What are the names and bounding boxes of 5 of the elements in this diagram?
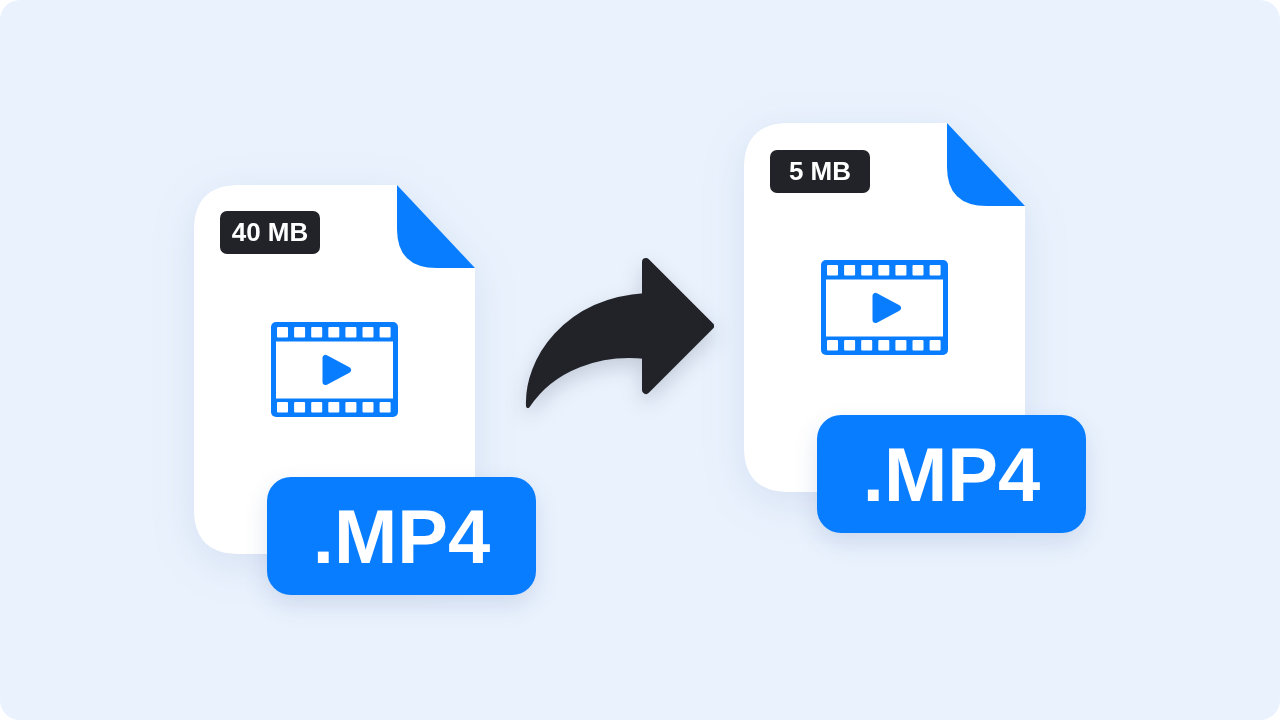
file-size-tag: 40 MB [220,211,320,254]
file-format-label: .MP4 [817,415,1086,533]
curved-arrow [526,258,714,408]
file-size-tag: 5 MB [770,150,870,193]
file-format-label: .MP4 [267,477,536,595]
